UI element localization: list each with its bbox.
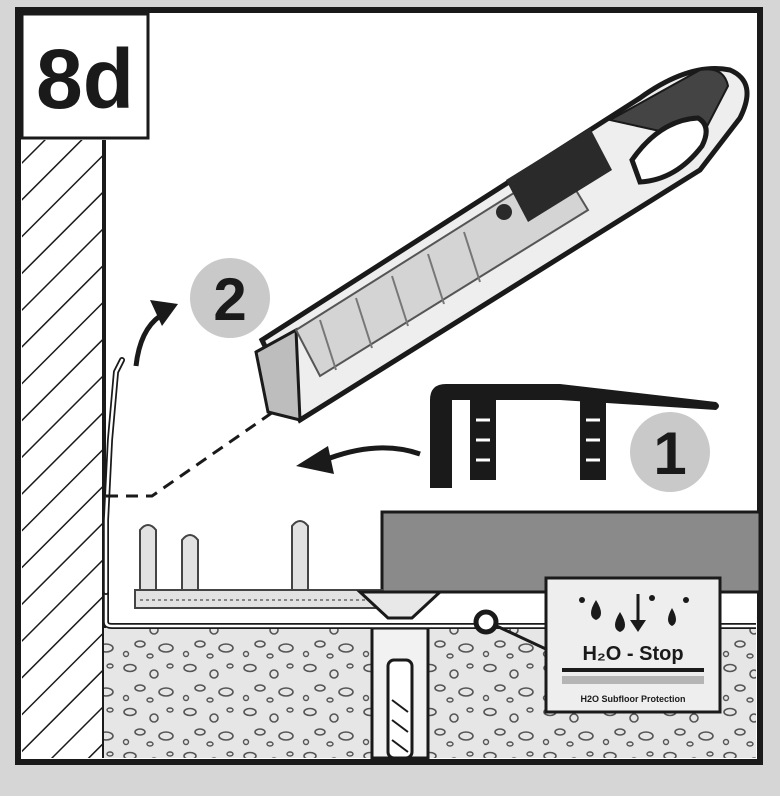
h2o-stop-badge: H₂O - Stop H2O Subfloor Protection [544, 576, 722, 714]
marker-2: 2 [190, 258, 270, 338]
step-label-box: 8d [20, 12, 150, 140]
callout-line [487, 620, 549, 652]
curved-arrow-icon [296, 445, 421, 474]
cut-line-dashed [106, 408, 277, 498]
base-profile [134, 520, 383, 609]
marker-1-label: 1 [653, 420, 686, 487]
curved-arrow-icon [133, 300, 178, 367]
transition-profile [430, 384, 719, 488]
marker-2-label: 2 [213, 266, 246, 333]
utility-knife-icon [254, 66, 750, 424]
water-drops-icon [579, 594, 689, 632]
callout-pin [473, 609, 499, 635]
wall-hatched [22, 140, 104, 758]
badge-subtitle: H2O Subfloor Protection [580, 694, 685, 704]
marker-1: 1 [630, 412, 710, 492]
step-label: 8d [36, 32, 134, 126]
badge-title: H₂O - Stop [582, 643, 683, 665]
